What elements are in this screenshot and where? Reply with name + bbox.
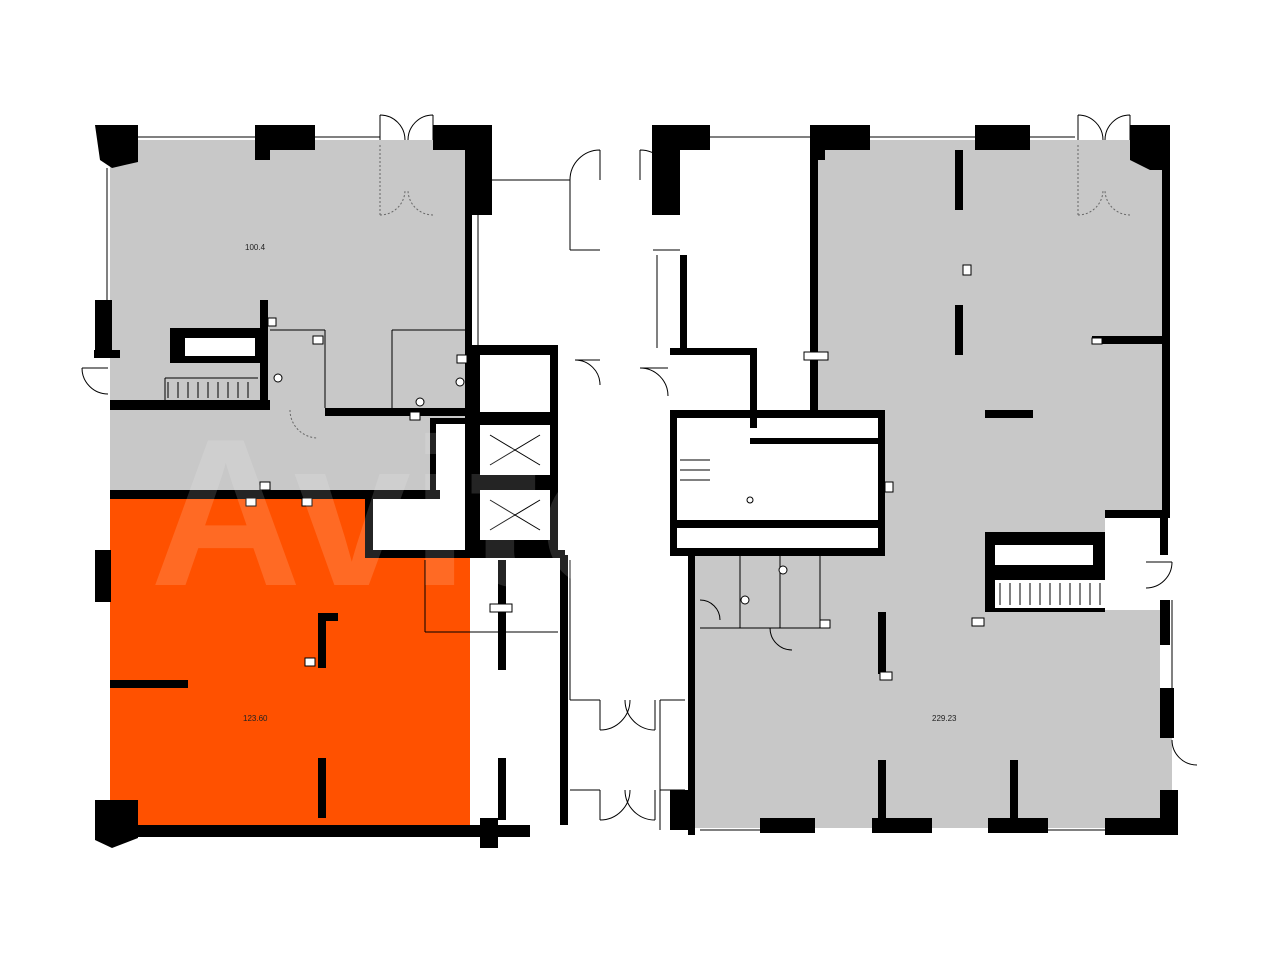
unit-bottom-left[interactable] [110, 495, 560, 825]
partitions [81, 114, 1198, 834]
area-label-top-left: 100.4 [245, 243, 266, 252]
elevator-marks [489, 434, 541, 531]
fixtures [245, 264, 1103, 681]
doors [81, 114, 1198, 821]
area-label-bottom-left: 123.60 [243, 714, 268, 723]
stairs [167, 382, 1101, 605]
door-dashes [289, 145, 1131, 439]
area-label-right: 229.23 [932, 714, 957, 723]
walls [94, 125, 1178, 848]
watermark: Avito [150, 395, 667, 630]
unit-right[interactable] [695, 140, 1172, 828]
